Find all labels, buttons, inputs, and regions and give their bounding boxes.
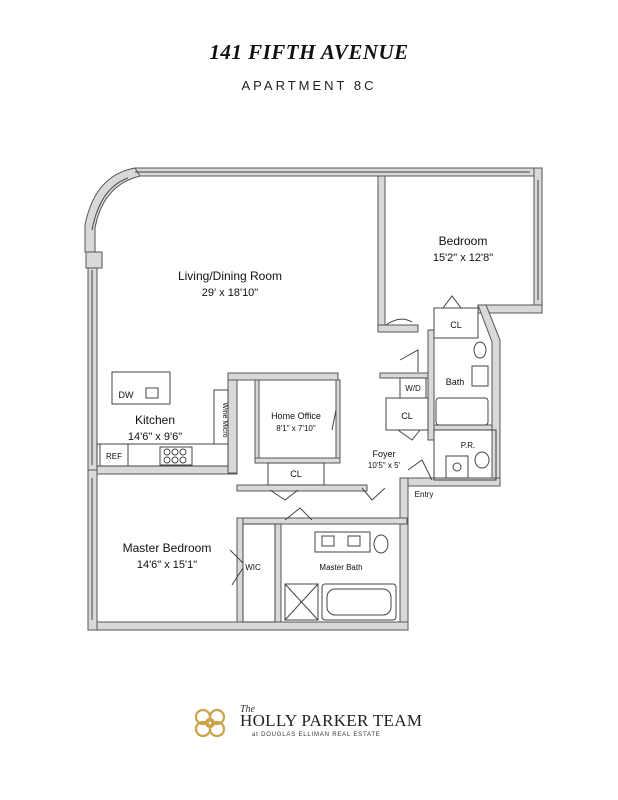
wine-micro-label: Wine Micro bbox=[221, 402, 228, 437]
kitchen-name: Kitchen bbox=[135, 413, 175, 427]
master-tub-inner bbox=[326, 588, 392, 616]
bathtub bbox=[435, 397, 489, 426]
bedroom-name: Bedroom bbox=[439, 234, 488, 248]
brand-the: The bbox=[240, 704, 255, 715]
foyer-closet bbox=[385, 397, 429, 431]
burner-1 bbox=[163, 448, 171, 456]
knot-logo-icon bbox=[194, 708, 226, 738]
bedroom-closet bbox=[433, 307, 479, 339]
windows-left bbox=[91, 171, 539, 620]
living-room-size: 29' x 18'10" bbox=[202, 287, 259, 299]
vanity-sink-1 bbox=[321, 535, 335, 547]
wic-label: WIC bbox=[245, 563, 261, 572]
door-wd bbox=[399, 349, 419, 372]
wall-curve bbox=[84, 167, 141, 253]
door-bedroom bbox=[385, 318, 413, 326]
wine-micro-unit bbox=[213, 389, 229, 445]
entry-label: Entry bbox=[415, 490, 434, 499]
living-room-name: Living/Dining Room bbox=[178, 269, 282, 283]
powder-room bbox=[433, 429, 497, 481]
wall-kitchen-master bbox=[96, 465, 238, 475]
brand-brokerage: at DOUGLAS ELLIMAN REAL ESTATE bbox=[252, 732, 381, 738]
bath-label: Bath bbox=[446, 377, 465, 387]
window-curve bbox=[91, 177, 129, 231]
foyer-name: Foyer bbox=[372, 449, 395, 459]
burner-2 bbox=[171, 448, 179, 456]
bath-sink bbox=[471, 365, 489, 387]
office-closet-label: CL bbox=[290, 469, 302, 479]
door-office bbox=[331, 409, 337, 431]
washer-dryer bbox=[399, 377, 427, 399]
foyer-closet-label: CL bbox=[401, 411, 413, 421]
burner-6 bbox=[179, 456, 187, 464]
doors bbox=[229, 295, 465, 586]
door-bedroom-closet bbox=[439, 295, 465, 313]
walk-in-closet bbox=[242, 523, 276, 623]
powder-toilet bbox=[474, 451, 490, 469]
wall-kitchen-right bbox=[227, 372, 238, 474]
wall-masterbath-top bbox=[236, 517, 408, 525]
door-office-closet bbox=[269, 489, 299, 501]
wall-bedroom-bottom bbox=[377, 324, 419, 333]
door-foyer bbox=[361, 487, 386, 501]
wall-masterbath-left bbox=[274, 523, 282, 623]
wall-bedroom-left bbox=[377, 175, 386, 332]
master-toilet bbox=[373, 534, 389, 554]
wall-corridor bbox=[236, 484, 368, 492]
wall-office-left bbox=[254, 379, 260, 463]
kitchen-island bbox=[111, 371, 171, 405]
wall-wd-top bbox=[379, 372, 431, 379]
door-master-bath bbox=[284, 507, 313, 521]
burner-4 bbox=[163, 456, 171, 464]
master-bedroom-name: Master Bedroom bbox=[123, 541, 212, 555]
wall-office-right bbox=[335, 379, 341, 461]
kitchen-size: 14'6" x 9'6" bbox=[128, 431, 182, 443]
bedroom-closet-label: CL bbox=[450, 320, 462, 330]
powder-room-label: P.R. bbox=[461, 441, 476, 450]
ref-label: REF bbox=[106, 452, 122, 461]
office-name: Home Office bbox=[271, 411, 321, 421]
apartment-subtitle: APARTMENT 8C bbox=[241, 78, 377, 93]
burner-3 bbox=[179, 448, 187, 456]
brand-logo: The HOLLY PARKER TEAM at DOUGLAS ELLIMAN… bbox=[190, 704, 440, 744]
master-bedroom-size: 14'6" x 15'1" bbox=[137, 559, 197, 571]
master-bath-label: Master Bath bbox=[319, 563, 362, 572]
refrigerator bbox=[99, 443, 129, 467]
column-left bbox=[85, 251, 103, 269]
burner-5 bbox=[171, 456, 179, 464]
bedroom-size: 15'2" x 12'8" bbox=[433, 252, 493, 264]
island-sink bbox=[145, 387, 159, 399]
vanity-sink-2 bbox=[347, 535, 361, 547]
office-closet bbox=[267, 462, 325, 486]
wall-right-master bbox=[399, 477, 409, 631]
dw-label: DW bbox=[119, 390, 134, 400]
wall-office-top bbox=[227, 372, 339, 381]
wall-bottom-right bbox=[403, 477, 501, 487]
office-size: 8'1" x 7'10" bbox=[276, 424, 316, 433]
wall-bath-left bbox=[427, 329, 435, 441]
brand-team-name: HOLLY PARKER TEAM bbox=[240, 711, 423, 730]
wall-office-bottom bbox=[254, 457, 341, 464]
footer: The HOLLY PARKER TEAM at DOUGLAS ELLIMAN… bbox=[0, 704, 618, 744]
door-entry bbox=[407, 459, 433, 481]
foyer-size: 10'5" x 5' bbox=[368, 461, 401, 470]
wall-bath-bottom bbox=[433, 424, 493, 431]
wd-label: W/D bbox=[405, 384, 421, 393]
listing-title: 141 FIFTH AVENUE bbox=[209, 40, 409, 64]
bath-toilet bbox=[473, 341, 487, 359]
wall-bottom bbox=[87, 621, 409, 631]
powder-drain bbox=[452, 462, 462, 472]
